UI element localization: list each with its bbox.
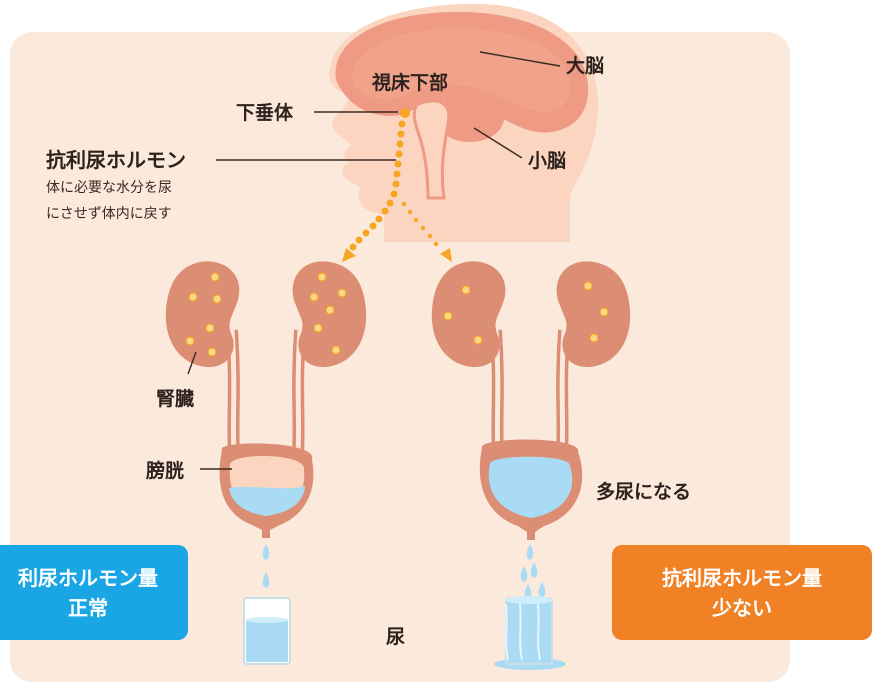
hormone-flow [342,120,452,262]
polyuria-label: 多尿になる [596,481,692,503]
badge-low: 抗利尿ホルモン量 少ない [612,545,872,640]
background-panel [10,32,790,682]
brainstem-shape [412,99,451,200]
adh-description-line1: 体に必要な水分を尿 [46,180,172,196]
cerebrum-label: 大脳 [566,55,605,77]
arrow-head-left [342,248,356,262]
arrow-head-right [440,248,452,262]
bladder-label: 膀胱 [146,460,185,482]
urinary-system-low [431,261,631,600]
badge-low-line2: 少ない [712,595,772,620]
adh-title: 抗利尿ホルモン [46,148,186,172]
kidney-left-1 [165,261,240,368]
badge-normal-line1: 利尿ホルモン量 [18,565,158,590]
cerebellum-label: 小脳 [528,150,567,172]
pituitary-label: 下垂体 [236,102,294,124]
urinary-system-normal [165,261,367,588]
leader-lines [187,51,561,470]
kidney-right-2 [556,261,631,368]
head-illustration [328,3,599,242]
badge-normal: 利尿ホルモン量 正常 [0,545,188,640]
badge-low-line1: 抗利尿ホルモン量 [662,565,822,590]
hypothalamus-label: 視床下部 [372,72,449,94]
kidney-label: 腎臓 [156,388,195,410]
glass-normal [243,597,291,665]
badge-normal-line2: 正常 [68,595,108,620]
pituitary-shape [400,108,410,118]
urine-label: 尿 [386,626,406,648]
glass-overflow [494,596,566,670]
cerebellum-shape [436,94,504,142]
kidney-right-1 [431,261,506,368]
adh-description-line2: にさせず体内に戻す [46,206,172,222]
